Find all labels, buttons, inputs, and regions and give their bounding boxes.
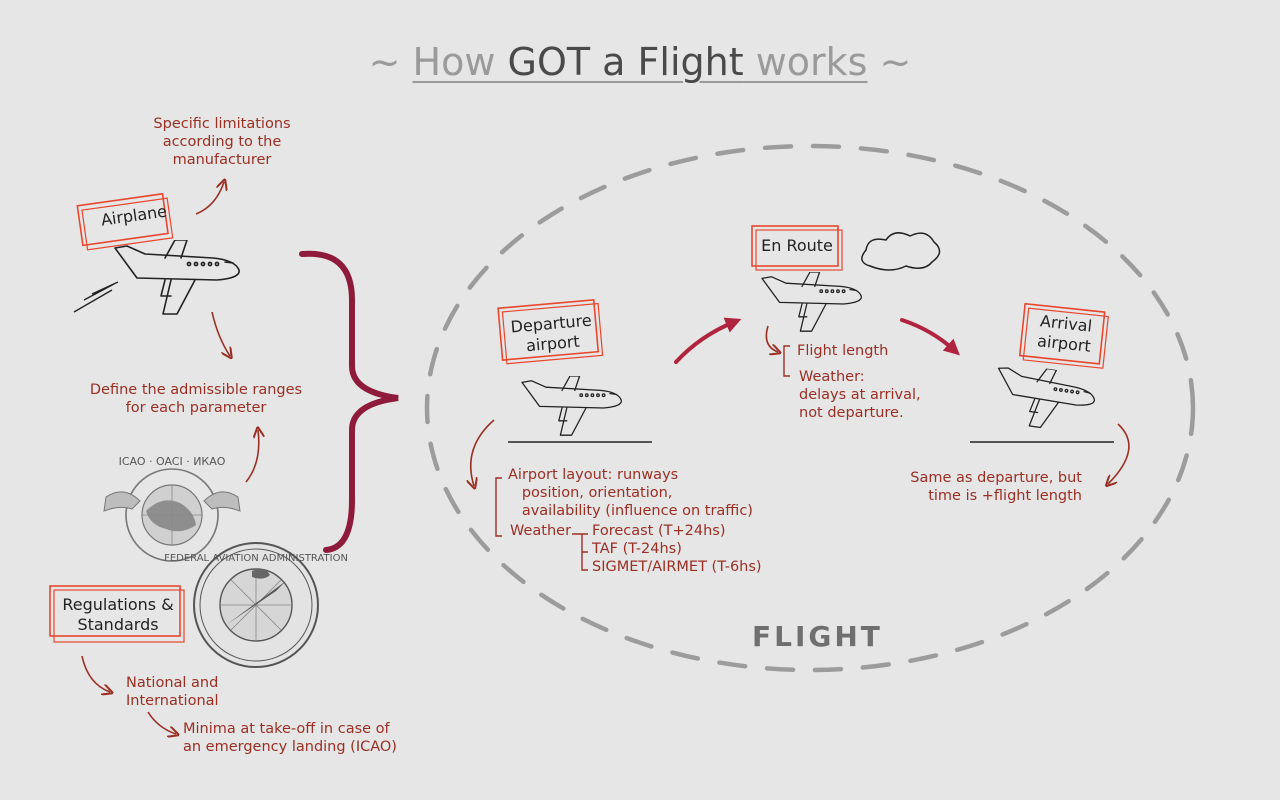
icao-seal-text: ICAO · OACI · ИКАО	[119, 455, 226, 468]
airplane-box	[76, 192, 174, 251]
title-got-a-flight: GOT a Flight	[507, 40, 744, 84]
departure-bracket	[495, 477, 502, 537]
title-how: How	[412, 40, 508, 84]
arrow-to-limitations	[195, 182, 224, 215]
title-tilde-right: ~	[867, 40, 912, 84]
arrival-label: Arrival airport	[1036, 311, 1093, 356]
departure-plane	[508, 376, 652, 443]
arrow-departure-to-layout	[471, 419, 495, 486]
forecast-item: Forecast (T+24hs)	[592, 523, 726, 539]
arrow-to-minima	[147, 711, 176, 734]
airport-layout-note: Airport layout: runways position, orient…	[508, 467, 753, 519]
departure-box	[497, 299, 604, 365]
arrival-plane	[990, 361, 1099, 436]
enroute-bracket	[783, 345, 790, 377]
enroute-weather-note: Weather: delays at arrival, not departur…	[799, 369, 921, 421]
regulations-box	[49, 585, 185, 643]
page-title: ~ How GOT a Flight works ~	[0, 40, 1280, 84]
weather-bracket	[572, 533, 588, 571]
icao-seal: ICAO · OACI · ИКАО	[103, 455, 241, 562]
arrow-arrival-to-note	[1108, 423, 1130, 484]
big-brace	[299, 250, 399, 553]
faa-seal: FEDERAL AVIATION ADMINISTRATION	[164, 542, 348, 668]
arrival-box	[1018, 302, 1109, 369]
arrow-icao-to-define	[245, 430, 259, 483]
arrow-enroute-to-arrival	[900, 318, 960, 356]
arrow-departure-to-enroute	[674, 317, 742, 364]
arrow-to-define	[211, 311, 230, 356]
title-works: works	[743, 40, 868, 84]
arrow-to-national	[81, 655, 110, 692]
define-ranges-note: Define the admissible ranges for each pa…	[89, 382, 303, 416]
enroute-label: En Route	[761, 236, 833, 255]
flight-length-note: Flight length	[797, 343, 889, 359]
sigmet-airmet-item: SIGMET/AIRMET (T-6hs)	[592, 559, 762, 575]
enroute-box	[751, 225, 843, 271]
minima-note: Minima at take-off in case of an emergen…	[183, 721, 397, 755]
airplane-limitations-note: Specific limitations according to the ma…	[153, 116, 291, 168]
enroute-plane	[761, 272, 862, 332]
national-international-note: National and International	[126, 675, 219, 709]
cloud-icon	[861, 232, 941, 271]
airplane-drawing	[73, 240, 240, 315]
taf-item: TAF (T-24hs)	[592, 541, 682, 557]
arrival-note: Same as departure, but time is +flight l…	[910, 470, 1082, 504]
arrow-enroute-to-length	[765, 325, 778, 352]
flight-ellipse	[424, 143, 1196, 673]
flight-label: FLIGHT	[752, 620, 883, 653]
departure-weather-label: Weather	[510, 523, 572, 539]
regulations-label: Regulations & Standards	[62, 595, 174, 634]
faa-seal-text: FEDERAL AVIATION ADMINISTRATION	[164, 553, 348, 564]
title-tilde-left: ~	[368, 40, 413, 84]
